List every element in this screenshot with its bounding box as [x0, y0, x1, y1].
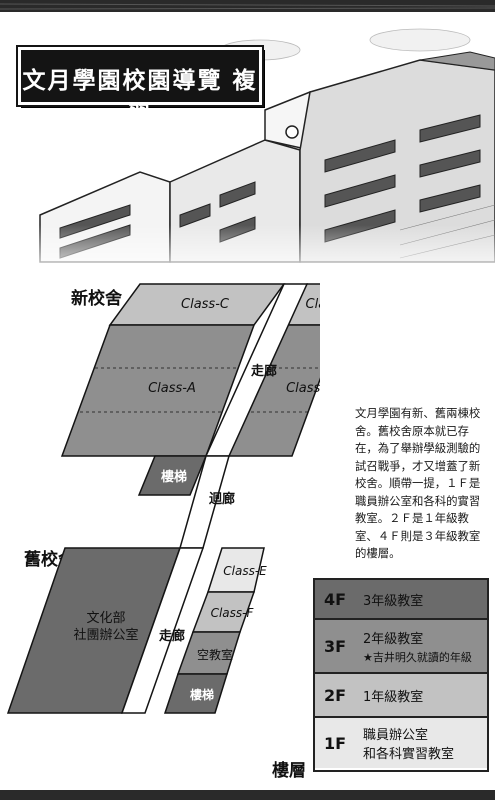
old-stairs-label: 樓梯 — [190, 687, 214, 702]
floor-legend: 4F 3年級教室 3F 2年級教室 ★吉井明久就讀的年級 2F 1年級教室 1F… — [313, 578, 489, 772]
floor-2f-label: 2F — [323, 685, 347, 705]
campus-map: Class-C Class-D Class-A Class-B 走廊 樓梯 迴廊… — [6, 283, 320, 714]
legend-desc-1f: 職員辦公室 和各科實習教室 — [355, 718, 487, 768]
new-stairs-label: 樓梯 — [161, 469, 187, 485]
page-title: 文月學園校園導覽 複習 — [22, 67, 258, 128]
old-hallway-area — [120, 547, 205, 714]
floor-4f-label: 4F — [323, 589, 347, 609]
legend-row-4f: 4F 3年級教室 — [315, 580, 487, 620]
club-office-label-2: 社團辦公室 — [73, 627, 138, 643]
legend-desc-2f: 1年級教室 — [355, 674, 487, 716]
floor-1f-desc-2: 和各科實習教室 — [363, 747, 455, 762]
school-building-illustration — [0, 0, 495, 280]
class-e-label: Class-E — [223, 564, 267, 578]
floor-4f-desc: 3年級教室 — [363, 593, 424, 609]
class-d-label: Class-D — [306, 297, 320, 312]
description-text: 文月學園有新、舊兩棟校舍。舊校舍原本就已存在，為了舉辦學級測驗的試召戰爭，才又增… — [355, 406, 481, 560]
legend-row-1f: 1F 職員辦公室 和各科實習教室 — [315, 718, 487, 768]
class-a-label: Class-A — [148, 381, 196, 396]
hallway-old-label: 走廊 — [159, 628, 185, 644]
legend-desc-3f: 2年級教室 ★吉井明久就讀的年級 — [355, 620, 487, 672]
legend-row-2f: 2F 1年級教室 — [315, 674, 487, 718]
floor-2f-desc: 1年級教室 — [363, 689, 424, 705]
class-f-label: Class-F — [211, 606, 255, 620]
floor-3f-note: ★吉井明久就讀的年級 — [363, 650, 472, 664]
empty-room-label: 空教室 — [197, 647, 233, 662]
class-c-label: Class-C — [181, 297, 230, 312]
old-stairs-area — [163, 673, 229, 714]
title-banner: 文月學園校園導覽 複習 — [16, 45, 264, 128]
new-building-label: 新校舍 — [71, 289, 122, 309]
bottom-border — [0, 790, 495, 800]
floor-1f-desc-1: 職員辦公室 — [363, 728, 429, 743]
class-b-label: Class-B — [286, 381, 320, 396]
hallway-new-label: 走廊 — [251, 363, 277, 379]
floor-3f-label: 3F — [323, 636, 347, 656]
club-office-label-1: 文化部 — [86, 611, 125, 626]
floor-3f-desc: 2年級教室 — [363, 631, 424, 647]
legend-row-3f: 3F 2年級教室 ★吉井明久就讀的年級 — [315, 620, 487, 674]
floors-label: 樓層 — [272, 761, 306, 781]
corridor-label: 迴廊 — [208, 491, 235, 507]
new-stairs-area — [137, 455, 208, 496]
legend-desc-4f: 3年級教室 — [355, 580, 487, 618]
floor-1f-label: 1F — [323, 733, 347, 753]
